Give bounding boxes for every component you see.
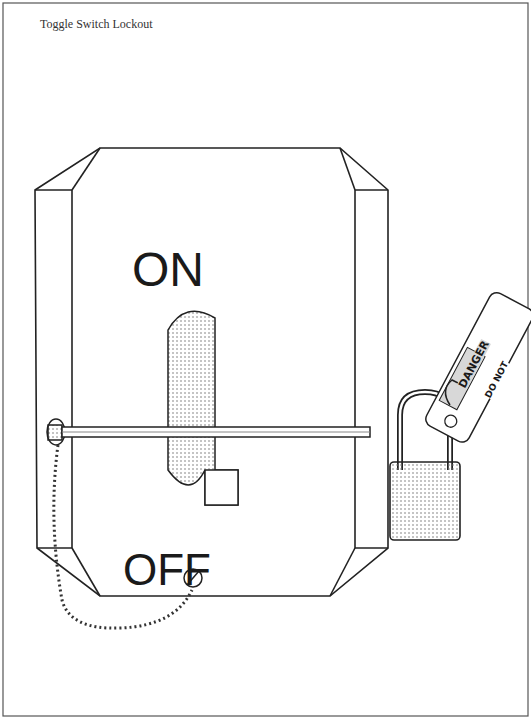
page-frame — [3, 3, 528, 716]
switch-label: OFF — [123, 548, 211, 592]
switch-plate — [35, 148, 388, 596]
lockout-rod — [47, 419, 370, 445]
retaining-chain — [54, 445, 192, 628]
danger-tag — [423, 290, 531, 445]
diagram-title: Toggle Switch Lockout — [40, 18, 152, 30]
switch-label: ON — [132, 246, 204, 294]
toggle-lever — [168, 311, 238, 505]
